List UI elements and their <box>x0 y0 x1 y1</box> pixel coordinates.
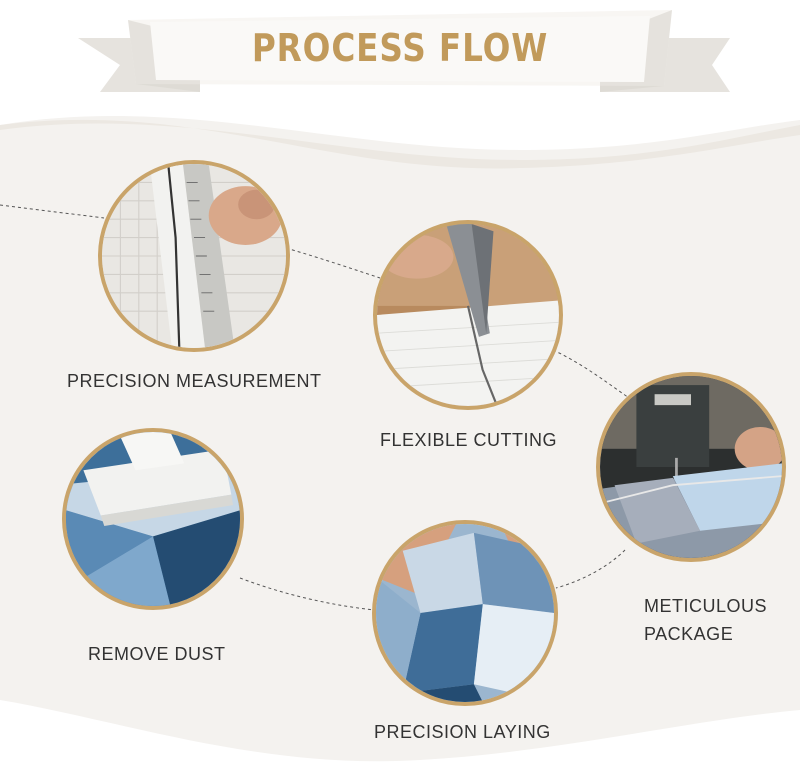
ruler-measurement-photo <box>98 160 290 352</box>
step-label: PRECISION LAYING <box>374 722 551 742</box>
title-banner: PROCESS FLOW <box>0 0 800 110</box>
step-label: METICULOUS <box>644 596 768 616</box>
vacuum-brush-photo <box>62 428 244 610</box>
ribbon-shape <box>78 10 730 92</box>
page-title: PROCESS FLOW <box>251 26 549 70</box>
scissors-cutting-photo <box>373 220 563 410</box>
sewing-machine-photo <box>596 372 786 562</box>
rug-laying-photo <box>372 520 558 706</box>
step-label: REMOVE DUST <box>88 644 226 664</box>
step-label: PRECISION MEASUREMENT <box>67 371 322 391</box>
step-label: PACKAGE <box>644 624 734 644</box>
step-label: FLEXIBLE CUTTING <box>380 430 558 450</box>
